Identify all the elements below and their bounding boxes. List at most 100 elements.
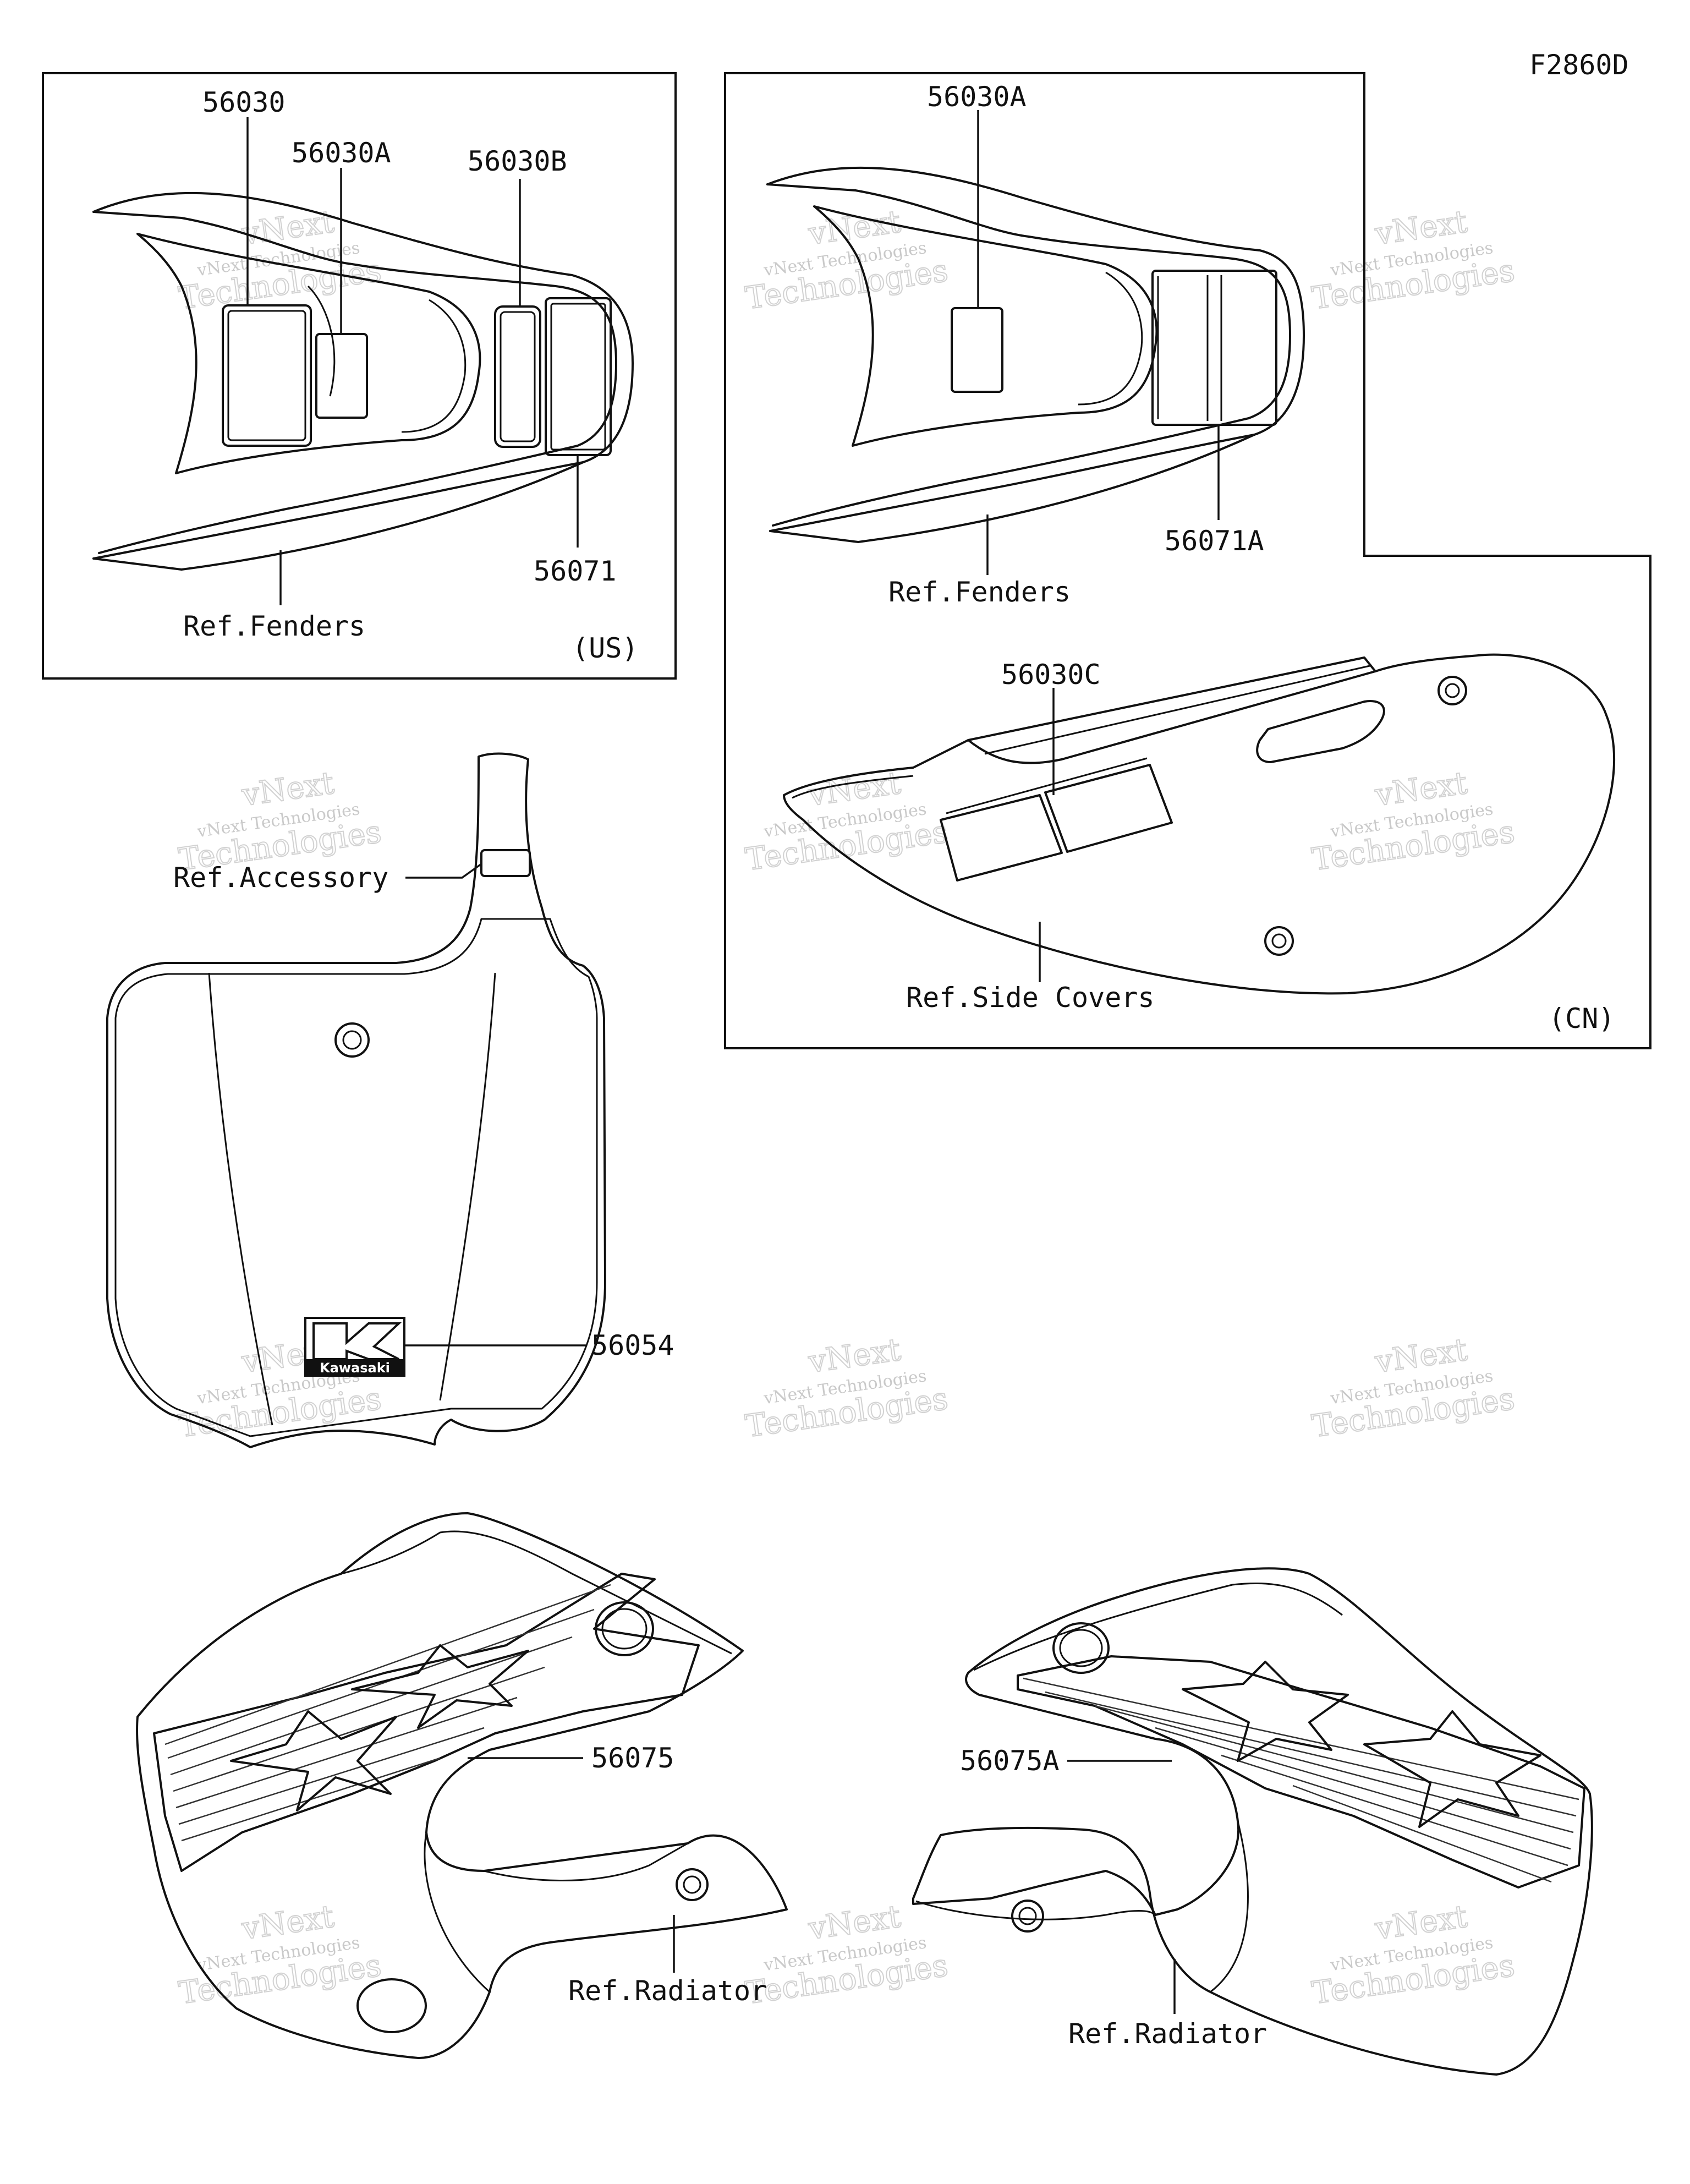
rear-fender-cn <box>766 166 1305 543</box>
side-cover-bolt-hole-bottom <box>1264 926 1294 956</box>
decal-56030A-cn <box>951 307 1003 393</box>
watermarks: vNext vNext Technologies Technologies vN… <box>176 203 1517 2012</box>
watermark-6: vNext vNext Technologies Technologies <box>1309 764 1517 878</box>
rear-fender-seat-cutout <box>813 205 1158 447</box>
side-cover-top-rail <box>967 656 1376 741</box>
watermark-11: vNext vNext Technologies Technologies <box>743 1898 951 2012</box>
side-cover-top-rail-inner <box>984 665 1370 755</box>
watermark-2: vNext vNext Technologies Technologies <box>743 203 951 317</box>
label-56075A: 56075A <box>960 1745 1060 1777</box>
decal-56075-stripe-1 <box>164 1584 611 1745</box>
decal-56071 <box>545 297 612 456</box>
decal-56030C-left <box>940 794 1063 882</box>
decal-56030B <box>494 305 541 448</box>
panel-us: (US) 56030 56030A 56030B 56071 Ref.Fend <box>42 72 677 680</box>
side-cover-bolt-hole-bottom-inner <box>1271 933 1287 949</box>
decal-56075-stripe-4 <box>173 1666 545 1792</box>
kawasaki-logo-band <box>305 1359 404 1376</box>
side-cover-outline <box>783 653 1616 995</box>
decal-56075A-stripe-5 <box>1221 1754 1568 1866</box>
shroud-right-outline <box>912 1567 1593 2076</box>
label-56030C: 56030C <box>1001 659 1101 691</box>
decal-56030A-us <box>315 333 368 419</box>
shroud-left-inner-edge <box>424 1832 490 1993</box>
rear-fender-cutout-shadow <box>401 299 467 433</box>
side-cover-vent-slot <box>1256 700 1385 763</box>
rear-fender-outline <box>766 166 1305 532</box>
label-56054: 56054 <box>591 1329 674 1361</box>
shroud-left-bolt-hole-inner <box>683 1875 701 1894</box>
number-plate-bolt-hole <box>334 1022 370 1058</box>
shroud-left-top-hole-inner <box>601 1608 648 1650</box>
rear-fender-side-line <box>307 285 336 397</box>
panel-us-frame <box>42 72 677 680</box>
decal-56075A-x-mark-2 <box>1363 1710 1541 1828</box>
label-ref-side-covers: Ref.Side Covers <box>906 982 1155 1014</box>
watermark-8: vNext vNext Technologies Technologies <box>743 1331 951 1445</box>
rear-fender-top-fin <box>92 211 183 219</box>
shroud-left-top-hole <box>595 1601 654 1656</box>
decal-56075 <box>153 1573 700 1872</box>
decal-56030-inner <box>227 310 306 441</box>
decal-56075-stripe-5 <box>175 1696 518 1809</box>
shroud-right-top-hole-inner <box>1059 1629 1103 1667</box>
decal-56071-inner <box>550 303 606 451</box>
shroud-left-top-edge <box>341 1530 732 1655</box>
watermark-12: vNext vNext Technologies Technologies <box>1309 1898 1517 2012</box>
rear-fender-seat-cutout <box>136 233 481 474</box>
shroud-left-outline <box>136 1512 788 2059</box>
shroud-left-bolt-hole <box>676 1868 709 1901</box>
panel-cn: (CN) 56030A 56071A Ref.Fenders <box>724 72 1651 1049</box>
watermark-10: vNext vNext Technologies Technologies <box>176 1898 384 2012</box>
decal-56075A-stripe-1 <box>1023 1677 1579 1800</box>
panel-cn-region-label: (CN) <box>1549 1003 1615 1034</box>
label-56030B: 56030B <box>468 145 567 177</box>
shroud-right-bolt-hole-inner <box>1018 1907 1037 1925</box>
decal-56075-x-mark-2 <box>351 1644 529 1729</box>
label-ref-radiator-right: Ref.Radiator <box>1068 2018 1267 2050</box>
rear-fender-outline <box>92 191 634 560</box>
number-plate-left-groove <box>208 972 273 1426</box>
decal-56030 <box>222 304 312 447</box>
label-ref-radiator-left: Ref.Radiator <box>568 1975 767 2007</box>
label-56030A-cn: 56030A <box>927 81 1027 113</box>
label-56030: 56030 <box>202 86 286 118</box>
watermark-1: vNext vNext Technologies Technologies <box>176 203 384 317</box>
number-plate-inner-border <box>114 918 598 1437</box>
leader-accessory <box>405 863 482 879</box>
label-56030A-us: 56030A <box>292 137 391 169</box>
side-cover-bolt-hole-top-inner <box>1445 683 1460 698</box>
number-plate-right-groove <box>439 972 496 1401</box>
rear-fender-bottom-fin <box>769 434 1255 543</box>
shroud-right-flange <box>915 1900 1156 1920</box>
decal-56075A-x-mark-1 <box>1182 1661 1349 1762</box>
watermark-3: vNext vNext Technologies Technologies <box>1309 203 1517 317</box>
radiator-shroud-left <box>136 1512 788 2059</box>
side-cover-bolt-hole-top <box>1437 676 1467 705</box>
decal-56075-x-mark-1 <box>230 1710 397 1811</box>
rear-fender-inner-ridge <box>98 217 617 554</box>
rear-fender-bottom-fin <box>92 461 584 571</box>
panel-cn-frame <box>724 72 1651 1049</box>
rear-fender-cutout-shadow <box>1078 271 1143 406</box>
decal-56075A-stripe-2 <box>1045 1691 1577 1817</box>
shroud-left-flange <box>484 1842 688 1881</box>
label-56075: 56075 <box>591 1742 674 1774</box>
decal-56075-stripe-6 <box>178 1727 485 1825</box>
number-plate-bolt-hole-inner <box>342 1030 362 1050</box>
watermark-4: vNext vNext Technologies Technologies <box>176 764 384 878</box>
decal-56075A-stripe-6 <box>1292 1785 1552 1883</box>
rear-fender-us <box>92 191 634 571</box>
rear-fender-top-fin <box>766 183 857 191</box>
shroud-right-inner-edge <box>1210 1821 1249 1993</box>
kawasaki-logo-text: Kawasaki <box>320 1360 390 1376</box>
decal-56030C-right <box>1044 764 1173 853</box>
watermark-9: vNext vNext Technologies Technologies <box>1309 1331 1517 1445</box>
accessory-slot <box>480 849 531 877</box>
decal-56075-stripe-3 <box>170 1636 573 1776</box>
decal-56075A-outline <box>1017 1655 1585 1889</box>
label-ref-fenders-us: Ref.Fenders <box>183 610 365 642</box>
rear-fender-inner-ridge <box>772 189 1291 527</box>
decal-56054: Kawasaki <box>304 1317 405 1377</box>
